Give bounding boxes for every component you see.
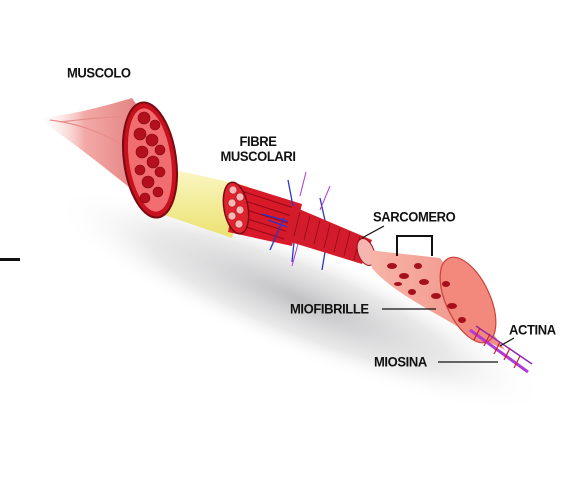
- label-sarcomero: SARCOMERO: [373, 209, 455, 224]
- sarcomero-leader: [362, 226, 384, 238]
- label-fibre-line1: FIBRE: [216, 134, 300, 149]
- sarcomere-bracket: [397, 236, 432, 256]
- actina-leader: [500, 338, 514, 346]
- label-actina: ACTINA: [509, 322, 556, 337]
- label-miofibrille: MIOFIBRILLE: [290, 301, 369, 316]
- label-miosina: MIOSINA: [374, 354, 427, 369]
- label-fibre-muscolari: FIBRE MUSCOLARI: [216, 134, 300, 164]
- label-fibre-line2: MUSCOLARI: [216, 149, 300, 164]
- label-muscolo: MUSCOLO: [67, 65, 131, 80]
- edge-bar: [0, 258, 20, 261]
